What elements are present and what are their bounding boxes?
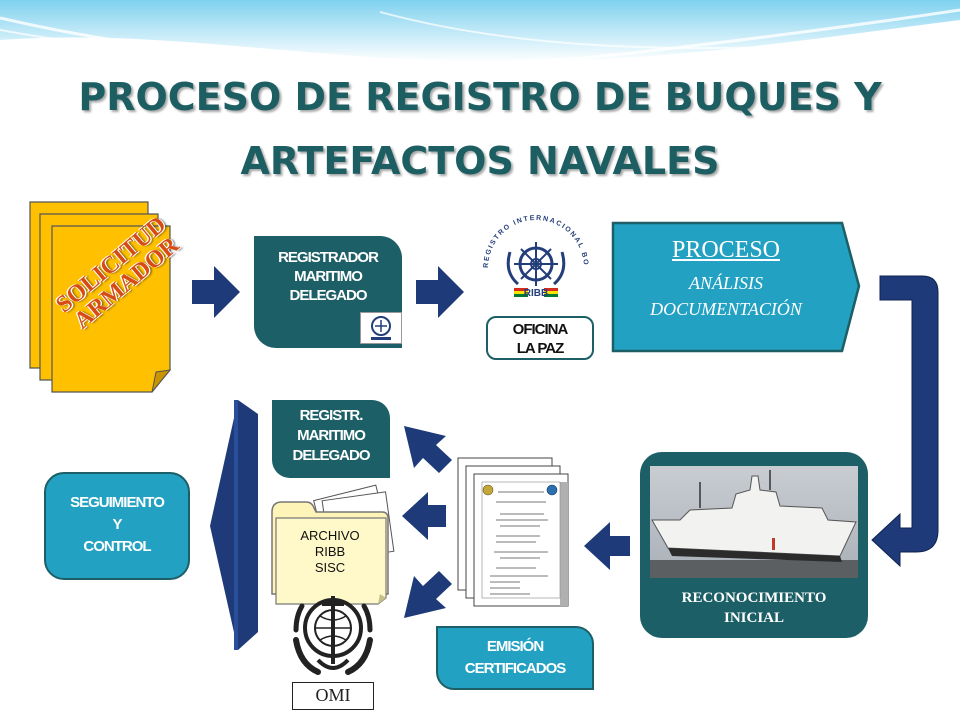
reconocimiento-line-2: INICIAL	[723, 610, 784, 626]
emision-certificados-box: EMISIÓN CERTIFICADOS	[436, 626, 594, 690]
proceso-line-2: DOCUMENTACIÓN	[650, 299, 802, 319]
registrador-top-line-3: DELEGADO	[289, 287, 367, 304]
archivo-line-1: ARCHIVO	[300, 528, 360, 543]
proceso-line-1: ANÁLISIS	[689, 273, 763, 293]
seguimiento-line-1: SEGUIMIENTO	[70, 494, 165, 511]
ribb-acronym: RIBB	[523, 288, 549, 299]
registr-bottom-line-1: REGISTR.	[299, 407, 364, 424]
page-title-line-1: PROCESO DE REGISTRO DE BUQUES Y	[78, 75, 882, 119]
oficina-la-paz-label: OFICINA LA PAZ	[486, 316, 594, 360]
emision-line-1: EMISIÓN	[486, 638, 544, 655]
archivo-folder	[271, 484, 395, 605]
oficina-line-1: OFICINA	[512, 321, 569, 338]
registr-bottom-line-2: MARITIMO	[297, 427, 366, 444]
seguimiento-control-box: SEGUIMIENTO Y CONTROL	[44, 472, 190, 580]
omi-emblem	[293, 596, 373, 675]
archivo-label: ARCHIVO RIBB SISC	[276, 528, 384, 576]
page-title-line-2: ARTEFACTOS NAVALES	[240, 139, 720, 183]
oficina-line-2: LA PAZ	[516, 340, 565, 357]
ship-photo	[650, 466, 858, 578]
omi-label: OMI	[292, 682, 374, 710]
archivo-line-3: SISC	[314, 560, 346, 575]
proceso-chevron-shape	[611, 221, 861, 353]
seguimiento-line-2: Y	[112, 516, 122, 533]
flow-arrow-left-large	[210, 400, 258, 650]
registr-maritimo-bottom: REGISTR. MARITIMO DELEGADO	[272, 400, 390, 478]
registrador-top-line-2: MARITIMO	[294, 268, 363, 285]
registr-bottom-line-3: DELEGADO	[292, 447, 370, 464]
flow-arrow-right-2	[416, 266, 464, 318]
ribb-mini-logo	[360, 312, 402, 344]
ribb-emblem: REGISTRO INTERNACIONAL BOLIVIANO DE BUQU…	[470, 201, 598, 324]
reconocimiento-line-1: RECONOCIMIENTO	[681, 590, 827, 606]
registrador-top-line-1: REGISTRADOR	[278, 249, 379, 266]
flow-arrow-left-archivo	[402, 492, 446, 540]
emision-line-2: CERTIFICADOS	[464, 660, 567, 677]
proceso-title: PROCESO	[671, 237, 781, 263]
flow-arrow-right-1	[192, 266, 240, 318]
flow-arrow-downleft-omi	[404, 571, 452, 618]
solicitud-document-stack	[29, 201, 172, 393]
proceso-label: PROCESO ANÁLISIS DOCUMENTACIÓN	[612, 234, 840, 322]
header-wave-decoration	[0, 0, 960, 71]
archivo-line-2: RIBB	[314, 544, 346, 559]
flow-arrow-bracket-down	[871, 275, 939, 568]
registrador-maritimo-top: REGISTRADOR MARITIMO DELEGADO	[254, 236, 402, 348]
reconocimiento-label: RECONOCIMIENTO INICIAL	[640, 588, 868, 628]
flow-arrow-left-ship	[584, 522, 630, 570]
seguimiento-line-3: CONTROL	[83, 538, 151, 555]
certificates-stack	[457, 457, 569, 607]
flow-arrow-upleft-registr	[404, 426, 452, 473]
